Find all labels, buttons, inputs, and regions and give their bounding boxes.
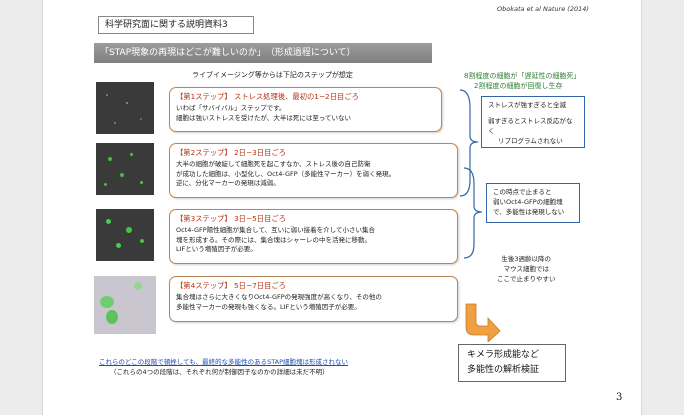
subtitle-bar: 「STAP現象の再現はどこが難しいのか」 （形成過程について） — [94, 43, 432, 63]
stop-point-line: で、多能性は発現しない — [493, 208, 565, 216]
legend-line-2: 2割程度の細胞が回復し生存 — [474, 82, 563, 90]
bottom-note-line-1: これらのどこの段階で頓挫しても、最終的な多能性のあるSTAP細胞塊は形成されない — [99, 358, 349, 366]
mouse-note-line: 生後3週齢以降の — [501, 255, 552, 263]
step-3-heading: 【第3ステップ】 3日−5日目ごろ — [176, 214, 286, 223]
bracket-step2-step3 — [463, 167, 483, 259]
step-2-box: 【第2ステップ】 2日−3日目ごろ 大半の細胞が破綻して細胞死を起こすなか、スト… — [169, 143, 458, 198]
stress-note-line: ストレスが強すぎると全滅 — [488, 101, 566, 109]
microscopy-image-step3 — [96, 209, 154, 261]
legend-line-1: 8割程度の細胞が「遅延性の細胞死」 — [464, 72, 581, 80]
slide-title: 科学研究面に関する説明資料3 — [98, 16, 254, 34]
step-2-text-line: が成功した細胞は、小型化し、Oct4-GFP（多能性マーカー）を弱く発現。 — [176, 169, 396, 178]
intro-text: ライブイメージング等からは下記のステップが想定 — [192, 71, 353, 79]
down-right-arrow-icon — [465, 303, 501, 342]
bottom-note-line-2: （これらの4つの段階は、それぞれ何が制御因子なのかの詳細は未だ不明） — [110, 368, 329, 376]
step-4-text-line: 集合塊はさらに大きくなりOct4-GFPの発現強度が高くなり、その他の — [176, 293, 382, 301]
step-3-box: 【第3ステップ】 3日−5日目ごろ Oct4-GFP陽性細胞が集合して、互いに弱… — [169, 209, 458, 264]
step-1-box: 【第1ステップ】 ストレス処理後、最初の1−2日目ごろ いわば「サバイバル」ステ… — [169, 87, 442, 132]
chimera-line-2: 多能性の解析検証 — [467, 365, 540, 375]
step-2-heading: 【第2ステップ】 2日−3日目ごろ — [176, 148, 286, 157]
microscopy-image-step4 — [94, 276, 156, 334]
microscopy-image-step2 — [96, 143, 154, 195]
citation: Obokata et al Nature (2014) — [497, 5, 589, 13]
chimera-analysis-box: キメラ形成能など 多能性の解析検証 — [458, 344, 566, 382]
step-2-text-line: 大半の細胞が破綻して細胞死を起こすなか、ストレス後の自己防衛 — [176, 160, 371, 168]
microscopy-image-step1 — [96, 82, 154, 134]
step-3-text-line: 塊を形成する。その際には、集合塊はシャーレの中を活発に移動。 — [176, 235, 371, 244]
step-4-box: 【第4ステップ】 5日−7日目ごろ 集合塊はさらに大きくなりOct4-GFPの発… — [169, 276, 458, 322]
stop-point-line: この時点で止まると — [493, 188, 552, 196]
step-1-heading: 【第1ステップ】 ストレス処理後、最初の1−2日目ごろ — [176, 92, 359, 101]
step-3-text-line: LIFという増殖因子が必要。 — [176, 245, 257, 253]
chimera-line-1: キメラ形成能など — [467, 350, 540, 360]
step-3-text-line: Oct4-GFP陽性細胞が集合して、互いに弱い接着を介して小さい集合 — [176, 226, 375, 234]
bracket-step1-step2 — [459, 89, 479, 197]
step-1-text-line: 細胞は強いストレスを受けたが、大半は死には至っていない — [176, 113, 352, 122]
stress-note-box: ストレスが強すぎると全滅 弱すぎるとストレス反応がなく リプログラムされない — [481, 96, 585, 148]
stress-note-line: 弱すぎるとストレス反応がなく — [488, 117, 573, 135]
stop-point-line: 弱いOct4-GFPの細胞塊 — [493, 198, 563, 206]
step-1-text-line: いわば「サバイバル」ステップです。 — [176, 104, 286, 112]
step-4-heading: 【第4ステップ】 5日−7日目ごろ — [176, 281, 286, 290]
stress-note-line: リプログラムされない — [498, 137, 563, 145]
mouse-note-line: ここで止まりやすい — [497, 275, 556, 283]
page-number: 3 — [616, 392, 623, 403]
step-2-text-line: 逆に、分化マーカーの発現は減弱。 — [176, 179, 280, 187]
mouse-note: 生後3週齢以降の マウス細胞では ここで止まりやすい — [497, 254, 556, 284]
step-4-text-line: 多能性マーカーの発現も強くなる。LIFという増殖因子が必要。 — [176, 302, 361, 311]
stop-point-box: この時点で止まると 弱いOct4-GFPの細胞塊 で、多能性は発現しない — [486, 183, 580, 223]
mouse-note-line: マウス細胞では — [503, 265, 550, 273]
